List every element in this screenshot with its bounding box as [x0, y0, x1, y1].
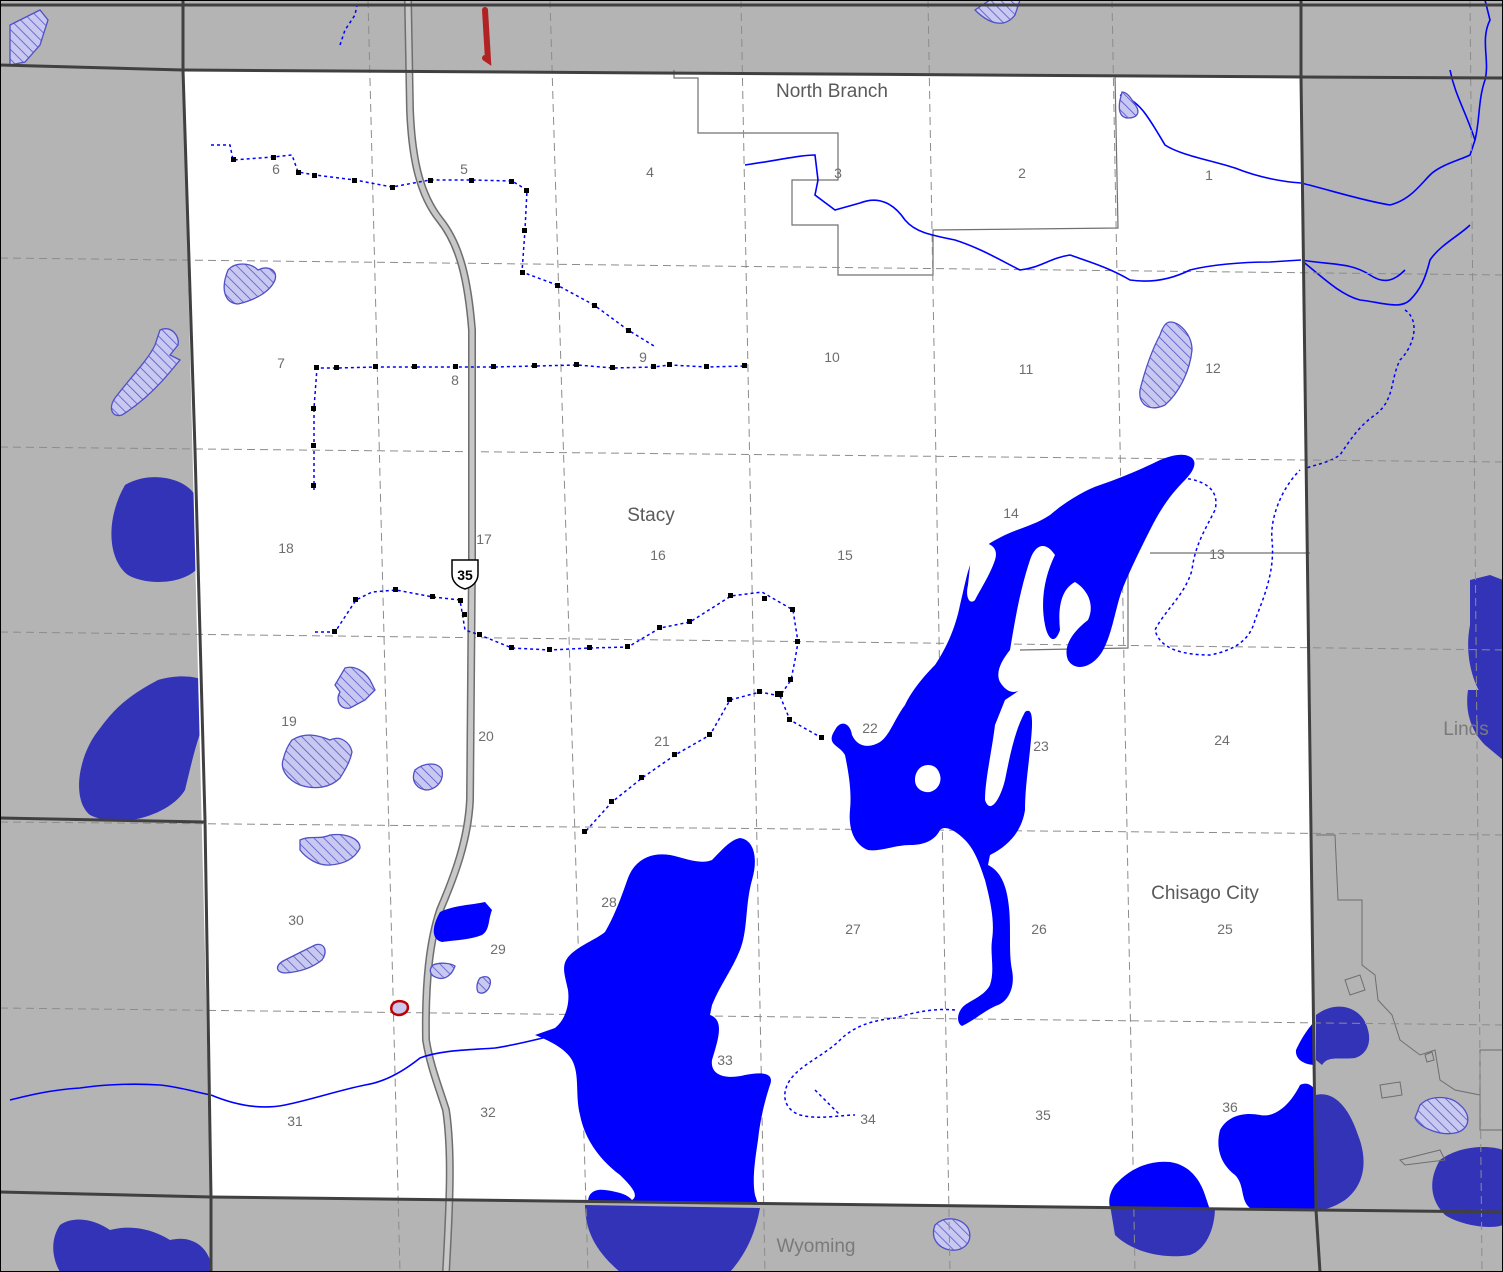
section-label: 29 — [490, 941, 506, 957]
section-label: 12 — [1205, 360, 1221, 376]
section-label: 18 — [278, 540, 294, 556]
section-label: 34 — [860, 1111, 876, 1127]
section-numbers: 1 2 3 4 5 6 7 8 9 10 11 12 13 14 15 16 1… — [272, 161, 1238, 1129]
section-label: 27 — [845, 921, 861, 937]
section-label: 22 — [862, 720, 878, 736]
section-label: 19 — [281, 713, 297, 729]
section-label: 23 — [1033, 738, 1049, 754]
section-label: 24 — [1214, 732, 1230, 748]
red-feature-icon — [390, 999, 410, 1017]
outside-streams — [9, 0, 1491, 1101]
section-label: 7 — [277, 355, 285, 371]
section-label: 15 — [837, 547, 853, 563]
section-label: 11 — [1019, 361, 1034, 377]
section-label: 36 — [1222, 1099, 1238, 1115]
section-label: 31 — [287, 1113, 303, 1129]
section-label: 4 — [646, 164, 654, 180]
section-label: 9 — [639, 349, 647, 365]
township-area — [183, 70, 1316, 1210]
section-label: 25 — [1217, 921, 1233, 937]
section-label: 5 — [460, 161, 468, 177]
shield-number: 35 — [457, 567, 473, 583]
wetlands — [223, 91, 1193, 994]
lakes — [433, 454, 1316, 1210]
municipal-boundaries — [673, 70, 1310, 651]
outside-wetlands — [9, 0, 1469, 1251]
section-label: 3 — [834, 165, 842, 181]
interstate-35 — [404, 0, 492, 1272]
section-label: 21 — [654, 733, 670, 749]
place-label-chisago-city: Chisago City — [1151, 883, 1259, 904]
section-label: 1 — [1205, 167, 1213, 183]
section-label: 20 — [478, 728, 494, 744]
place-label-stacy: Stacy — [627, 505, 675, 526]
streams — [210, 94, 1302, 1108]
outside-lakes — [53, 475, 1503, 1272]
section-label: 17 — [476, 531, 492, 547]
section-label: 6 — [272, 161, 280, 177]
place-label-north-branch: North Branch — [776, 81, 888, 102]
ditch-nodes — [231, 155, 824, 834]
section-label: 28 — [601, 894, 617, 910]
section-label: 30 — [288, 912, 304, 928]
place-label-linds: Linds — [1443, 719, 1488, 740]
section-label: 10 — [824, 349, 840, 365]
section-label: 32 — [480, 1104, 496, 1120]
place-label-wyoming: Wyoming — [776, 1236, 855, 1257]
section-label: 33 — [717, 1052, 733, 1068]
section-label: 13 — [1209, 546, 1225, 562]
section-label: 2 — [1018, 165, 1026, 181]
outside-intermittent-streams — [339, 0, 1415, 471]
section-label: 8 — [451, 372, 459, 388]
section-label: 35 — [1035, 1107, 1051, 1123]
intermittent-streams — [784, 469, 1301, 1118]
section-label: 14 — [1003, 505, 1019, 521]
interstate-shield-icon: 35 — [451, 559, 479, 590]
section-label: 16 — [650, 547, 666, 563]
section-label: 26 — [1031, 921, 1047, 937]
